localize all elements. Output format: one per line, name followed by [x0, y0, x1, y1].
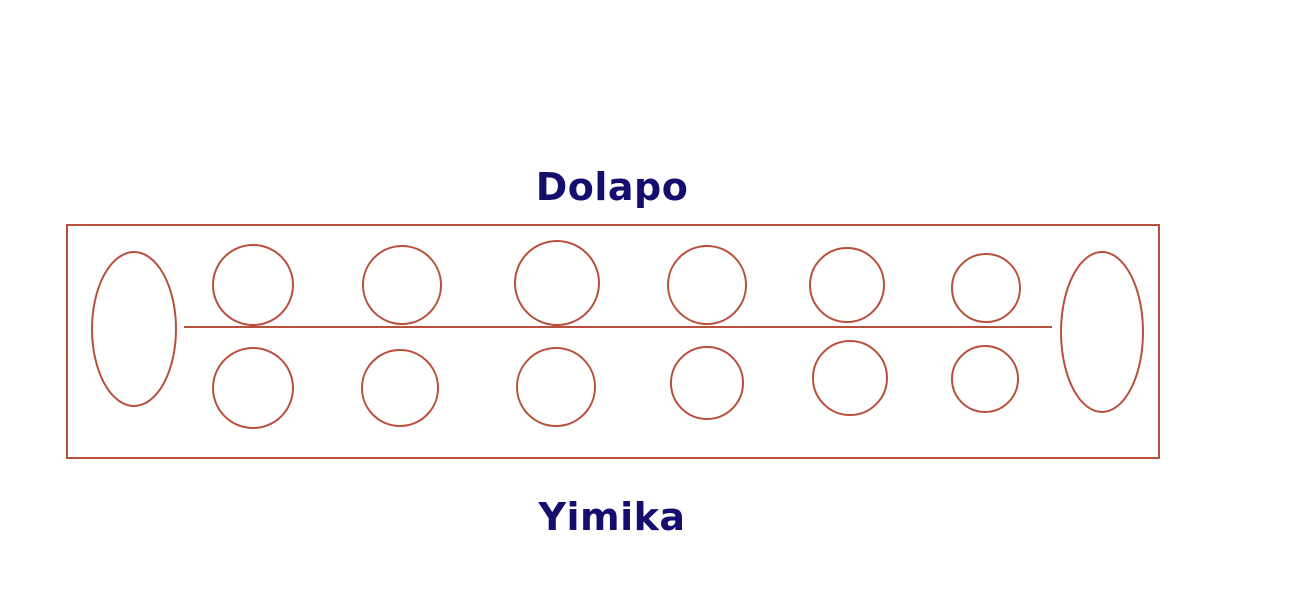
top-pit-1[interactable]: [212, 244, 294, 326]
left-store[interactable]: [91, 251, 177, 407]
bottom-pit-3[interactable]: [516, 347, 596, 427]
top-pit-3[interactable]: [514, 240, 600, 326]
right-store[interactable]: [1060, 251, 1144, 413]
top-pit-6[interactable]: [951, 253, 1021, 323]
bottom-pit-5[interactable]: [812, 340, 888, 416]
bottom-pit-4[interactable]: [670, 346, 744, 420]
bottom-pit-2[interactable]: [361, 349, 439, 427]
top-pit-4[interactable]: [667, 245, 747, 325]
bottom-pit-6[interactable]: [951, 345, 1019, 413]
bottom-player-name: Yimika: [538, 495, 686, 539]
top-pit-2[interactable]: [362, 245, 442, 325]
top-pit-5[interactable]: [809, 247, 885, 323]
top-player-name: Dolapo: [535, 165, 689, 209]
bottom-pit-1[interactable]: [212, 347, 294, 429]
board-frame: [66, 224, 1160, 459]
